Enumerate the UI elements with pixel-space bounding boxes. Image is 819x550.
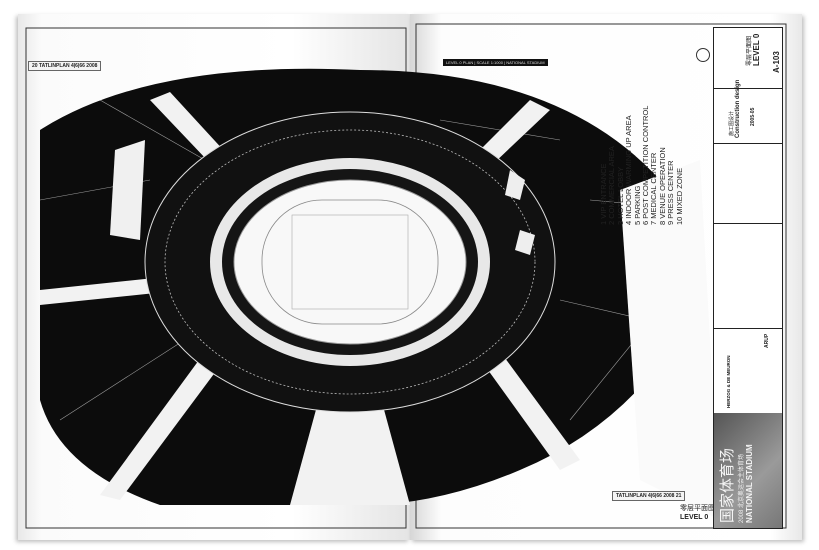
- sheet-cell: 零层平面图 LEVEL 0 A-103: [714, 28, 782, 89]
- left-page-header-label: 20 TATLINPLAN 4|6|66 2008: [28, 61, 102, 71]
- pitch: [291, 214, 409, 310]
- plan-legend: 1 VIP ENTRANCE 2 COMMERCIAL AREA 3 HOTEL…: [599, 106, 684, 225]
- notes-cell: [714, 143, 782, 224]
- north-arrow-icon: [696, 48, 710, 62]
- stadium-field: [233, 179, 467, 345]
- level-caption-en: LEVEL 0: [680, 514, 709, 521]
- title-block: 零层平面图 LEVEL 0 A-103 施工图设计 Construction d…: [713, 27, 783, 529]
- right-site-plaza: [620, 160, 720, 520]
- sheet-number: A-103: [772, 51, 781, 73]
- plan-scale-label: LEVEL 0 PLAN | SCALE 1:1000 | NATIONAL S…: [443, 59, 548, 66]
- phase-cell: 施工图设计 Construction design 2005-05: [714, 80, 782, 144]
- project-banner: 国家体育场 2008 北京奥运会主体育场 NATIONAL STADIUM: [714, 413, 782, 528]
- legend-item: 10 MIXED ZONE: [674, 167, 684, 225]
- revisions-cell: [714, 223, 782, 329]
- level-caption-cn: 零层平面图: [680, 505, 715, 512]
- right-page-footer-label: TATLINPLAN 4|6|66 2008 21: [612, 491, 686, 501]
- consultants-cell: HERZOG & DE MEURON ARUP: [714, 328, 782, 414]
- running-track: [261, 199, 439, 325]
